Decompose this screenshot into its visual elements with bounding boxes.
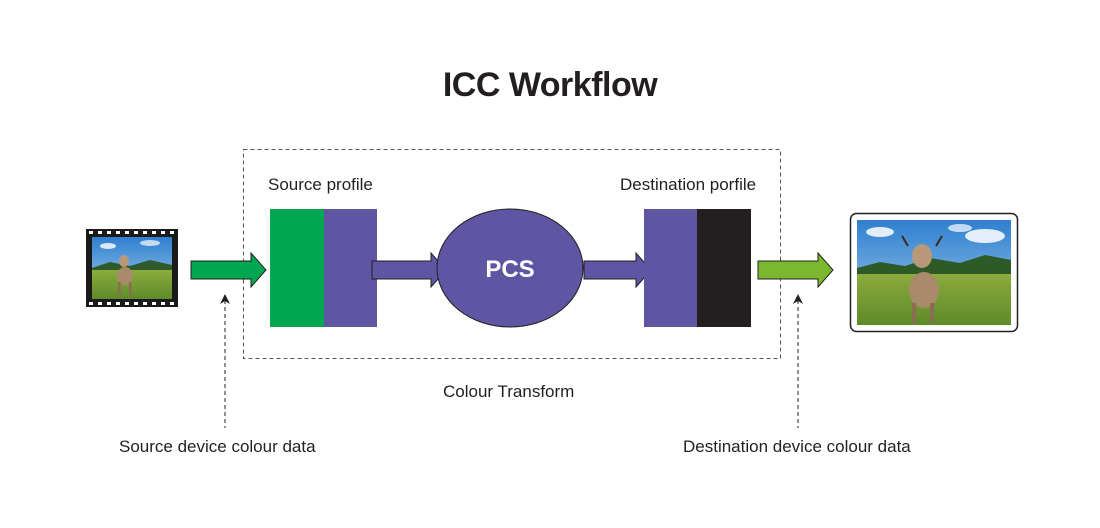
source-device-data-label: Source device colour data xyxy=(119,437,316,456)
destination-data-arrowhead xyxy=(793,294,803,304)
arrow-pcs-to-destination xyxy=(583,251,652,289)
destination-device-data-label: Destination device colour data xyxy=(683,437,911,456)
source-profile-purple-block xyxy=(324,209,377,327)
destination-profile-purple-block xyxy=(644,209,697,327)
source-profile-label: Source profile xyxy=(268,175,373,194)
destination-profile-label: Destination porfile xyxy=(620,175,757,194)
destination-image-icon xyxy=(849,212,1019,333)
source-profile-green-block xyxy=(270,209,324,327)
pcs-label: PCS xyxy=(485,256,535,283)
pcs-ellipse xyxy=(436,208,584,328)
source-image-icon xyxy=(86,229,178,307)
colour-transform-label: Colour Transform xyxy=(443,382,575,401)
colour-transform-box xyxy=(243,149,781,359)
source-data-arrowhead xyxy=(220,294,230,304)
arrow-profile-to-pcs xyxy=(371,251,447,289)
diagram-title: ICC Workflow xyxy=(442,66,658,104)
arrow-profile-to-destination xyxy=(757,251,834,289)
arrow-source-to-profile xyxy=(190,251,267,289)
destination-profile-black-block xyxy=(697,209,751,327)
